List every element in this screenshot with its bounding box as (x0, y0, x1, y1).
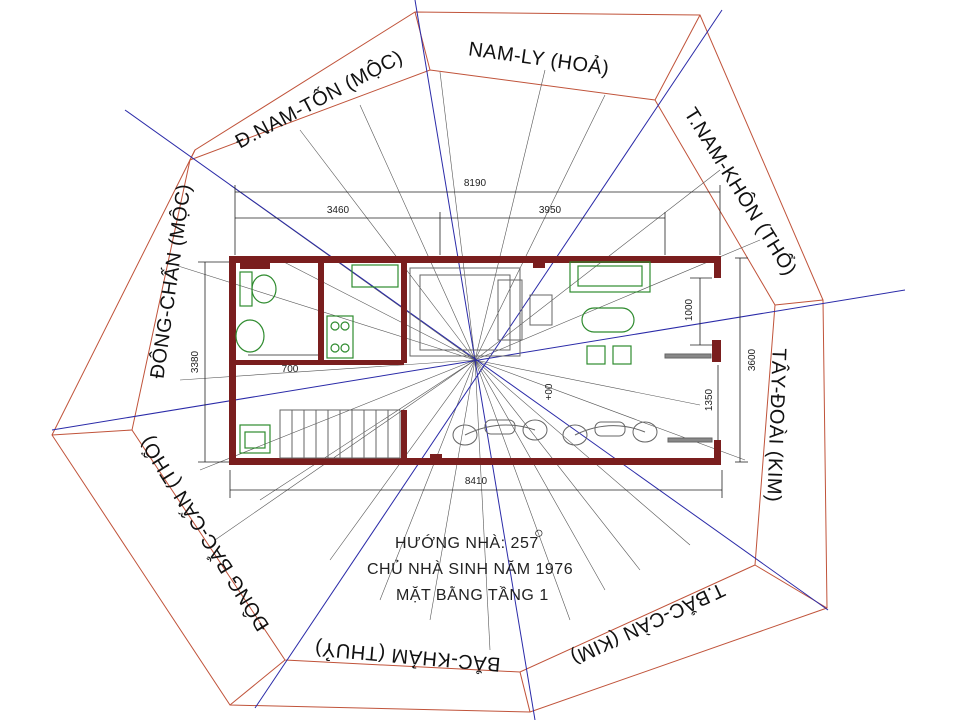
kitchen-sink (351, 264, 399, 288)
dim-inner-width: 700 (282, 364, 299, 375)
stool-2 (612, 345, 632, 365)
dim-total-top: 8190 (464, 178, 487, 189)
motorbike-1 (452, 419, 548, 446)
orientation-symbol: ○ (534, 525, 544, 542)
dim-stair-mark: +00 (544, 383, 555, 400)
wall-right-lower (714, 440, 721, 465)
axis-nw-se (124, 109, 829, 611)
fixtures (235, 261, 651, 454)
compass-ray (359, 104, 476, 361)
compass-ray (299, 129, 476, 361)
dim-stair-span: 1000 (684, 298, 695, 321)
wall-col-1 (533, 256, 545, 268)
compass-ray (474, 359, 606, 591)
compass-ray (474, 359, 746, 461)
stool-1 (586, 345, 606, 365)
wall-bottom (229, 458, 721, 465)
direction-label-ne: T.NAM-KHÔN (THỔ) (679, 103, 802, 280)
dimension-labels: 8190 3460 3950 3380 700 1000 3600 1350 8… (190, 178, 758, 487)
compass-ray (474, 94, 606, 361)
direction-label-e: TÂY-ĐOÀI (KIM) (762, 348, 790, 503)
compass-ray (379, 359, 476, 601)
wardrobe (497, 279, 523, 341)
sink-basin (235, 319, 265, 353)
wall-top (229, 256, 721, 263)
direction-label-n: NAM-LY (HOẢ) (467, 37, 611, 80)
wall-partition-mid (401, 263, 407, 363)
coffee-table (581, 307, 635, 333)
compass-ray (474, 359, 701, 406)
wall-partition-wc (318, 263, 324, 363)
wall-right-mid (712, 340, 721, 362)
dimension-lines (198, 185, 748, 498)
toilet-bowl (251, 274, 277, 304)
dim-top-right: 3950 (539, 205, 562, 216)
wall-h-mid (236, 360, 326, 365)
direction-label-s: BẮC-KHẢM (THUỶ) (314, 637, 502, 677)
dim-top-left: 3460 (327, 205, 350, 216)
staircase (279, 409, 401, 459)
floor-note: MẶT BẰNG TẦNG 1 (396, 585, 549, 604)
compass-ray (474, 169, 721, 361)
walls (229, 256, 721, 465)
compass-ray (474, 69, 546, 361)
compass-ray (174, 264, 476, 361)
bed (409, 267, 521, 357)
direction-label-nw: Đ.NAM-TỐN (MỘC) (231, 44, 407, 153)
wall-right-upper (714, 256, 721, 278)
compass-ray (199, 359, 476, 471)
direction-label-se: T.BẮC-CÀN (KIM) (567, 578, 729, 671)
axis-north-south (414, 0, 536, 720)
cooktop (326, 315, 354, 359)
compass-ray (474, 359, 491, 651)
wall-left (229, 256, 236, 465)
interior-details (279, 267, 713, 459)
compass-ray (259, 359, 476, 501)
compass-axes (51, 0, 906, 720)
washing-machine (239, 424, 271, 454)
motorbike-2 (562, 421, 658, 446)
axis-east-west (51, 289, 906, 431)
dim-right-lower: 1350 (704, 388, 715, 411)
axis-ne-sw (254, 9, 723, 709)
orientation-note: HƯỚNG NHÀ: 257 (395, 533, 539, 552)
gate-line-2 (667, 437, 713, 443)
owner-birth-note: CHỦ NHÀ SINH NĂM 1976 (367, 559, 573, 578)
direction-label-w: ĐÔNG-CHẤN (MỘC) (146, 182, 196, 380)
wall-col-3 (240, 263, 270, 269)
compass-ray (214, 359, 476, 541)
gate-line-1 (664, 353, 712, 359)
compass-ray (279, 259, 476, 361)
tv-unit (529, 294, 553, 326)
compass-ray (474, 359, 691, 546)
wall-col-2 (430, 454, 442, 465)
dim-right-height: 3600 (747, 348, 758, 371)
dim-left-height: 3380 (190, 350, 201, 373)
plan-notes: HƯỚNG NHÀ: 257 ○ CHỦ NHÀ SINH NĂM 1976 M… (367, 525, 573, 604)
sofa (569, 261, 651, 293)
wall-partition-bottom (401, 410, 407, 460)
compass-ray (439, 71, 476, 361)
wall-h-mid2 (324, 360, 404, 365)
dim-total-bottom: 8410 (465, 476, 488, 487)
